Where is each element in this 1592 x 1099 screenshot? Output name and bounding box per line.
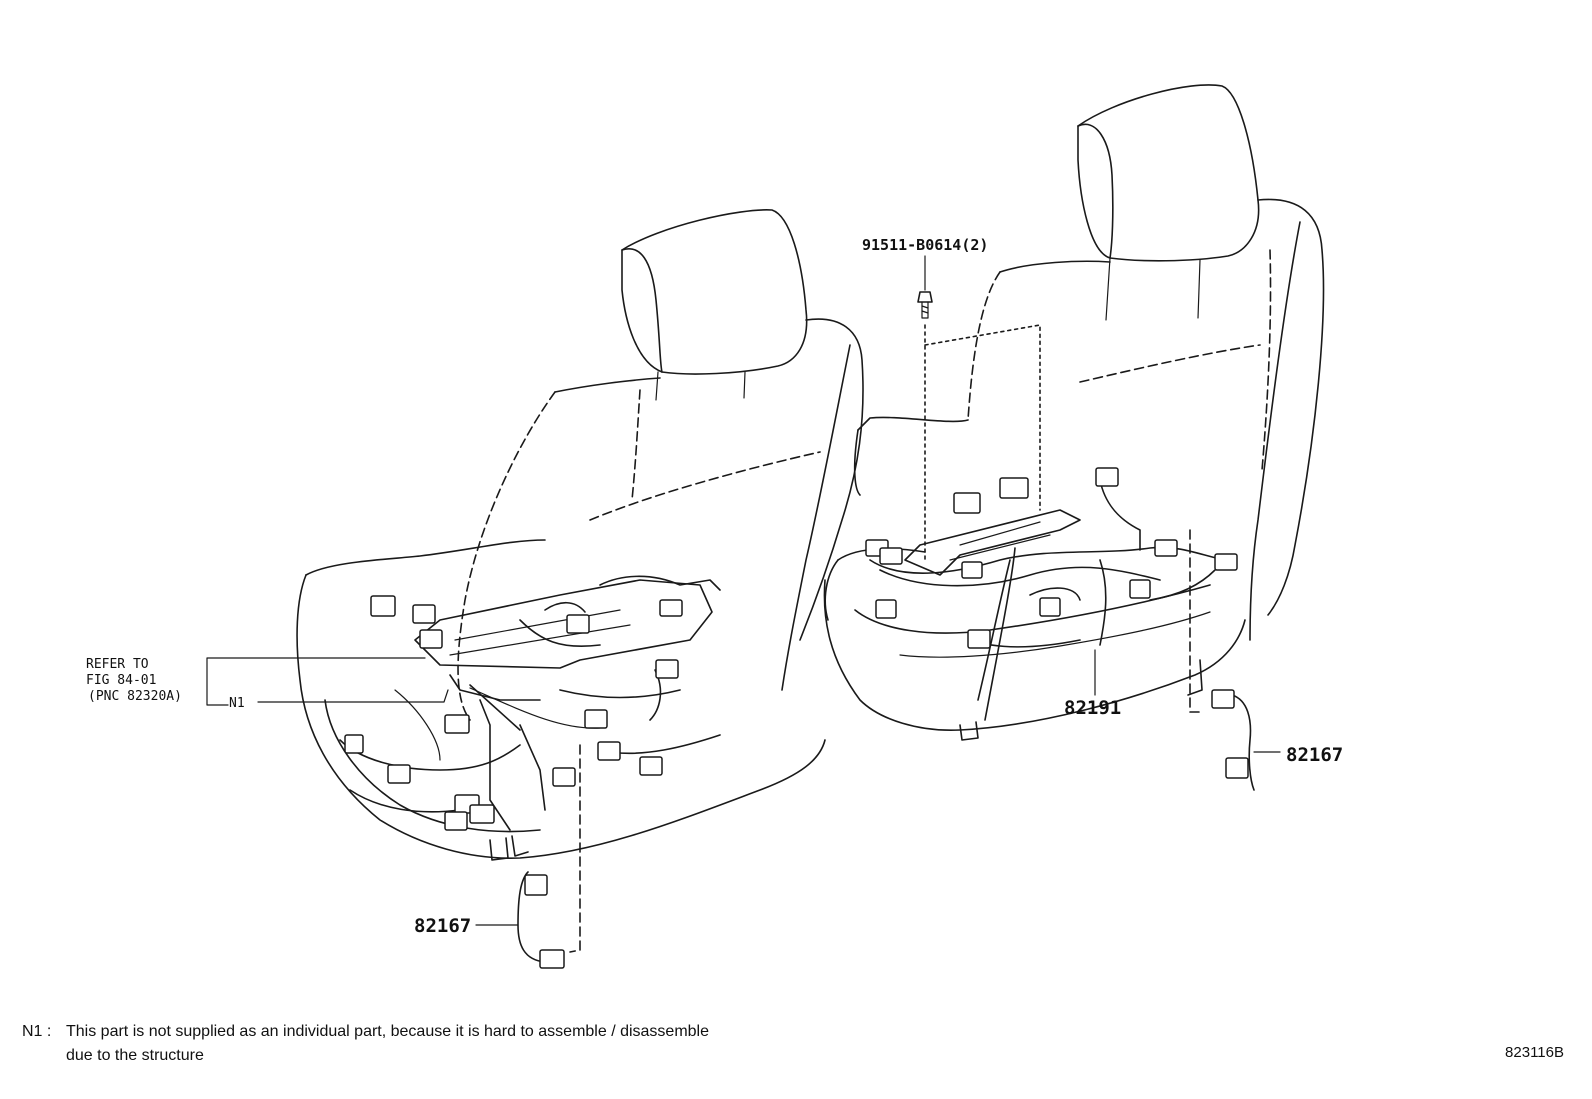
refer-to-label: REFER TO	[86, 657, 149, 672]
bolt-part-number: 91511-B0614(2)	[862, 236, 988, 254]
right-seat-illustration	[823, 84, 1325, 791]
harness-part-number-82191: 82191	[1064, 697, 1121, 719]
footnote-marker: N1 :	[22, 1023, 52, 1040]
sub-harness-left-part-number: 82167	[414, 915, 471, 937]
illustration-code: 823116B	[1505, 1044, 1564, 1061]
footnote-line1: This part is not supplied as an individu…	[66, 1023, 710, 1040]
refer-pnc-label: (PNC 82320A)	[88, 689, 182, 704]
callout-lines	[206, 255, 1281, 926]
sub-harness-right-part-number: 82167	[1286, 744, 1343, 766]
footnote: N1 : This part is not supplied as an indi…	[22, 1020, 709, 1068]
bolt-icon	[917, 291, 933, 319]
part-labels: 91511-B0614(2) 82191 82167 82167 REFER T…	[86, 236, 1343, 937]
refer-fig-label: FIG 84-01	[86, 673, 156, 688]
n1-tag: N1	[229, 696, 245, 711]
footnote-line2: due to the structure	[66, 1047, 204, 1064]
left-seat-illustration	[296, 209, 864, 969]
